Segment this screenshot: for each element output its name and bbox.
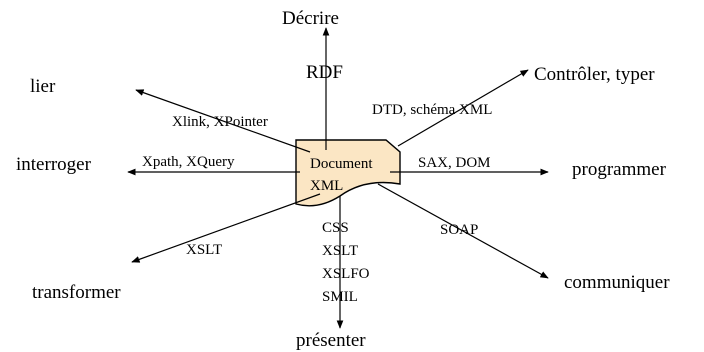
- target-lier: lier: [30, 76, 56, 97]
- target-interroger: interroger: [16, 154, 92, 175]
- label-presenter-smil: SMIL: [322, 289, 358, 305]
- target-controler: Contrôler, typer: [534, 64, 655, 85]
- arrow-lier: [135, 89, 311, 153]
- label-communiquer: SOAP: [440, 222, 478, 238]
- target-transformer: transformer: [32, 282, 121, 303]
- arrow-transformer: [131, 193, 321, 263]
- label-programmer: SAX, DOM: [418, 155, 491, 171]
- arrow-controler: [397, 69, 529, 147]
- center-line2: XML: [310, 178, 343, 194]
- label-presenter-xslt: XSLT: [322, 243, 358, 259]
- target-decrire: Décrire: [282, 8, 339, 29]
- target-programmer: programmer: [572, 159, 667, 180]
- label-interroger: Xpath, XQuery: [142, 154, 235, 170]
- arrow-communiquer: [377, 183, 549, 279]
- label-lier: Xlink, XPointer: [172, 114, 268, 130]
- label-controler: DTD, schéma XML: [372, 102, 492, 118]
- center-line1: Document: [310, 156, 373, 172]
- label-rdf: RDF: [306, 62, 343, 83]
- label-presenter-css: CSS: [322, 220, 349, 236]
- label-presenter-xslfo: XSLFO: [322, 266, 370, 282]
- label-transformer: XSLT: [186, 242, 222, 258]
- document-shape: [295, 139, 401, 207]
- target-communiquer: communiquer: [564, 272, 670, 293]
- target-presenter: présenter: [296, 330, 366, 351]
